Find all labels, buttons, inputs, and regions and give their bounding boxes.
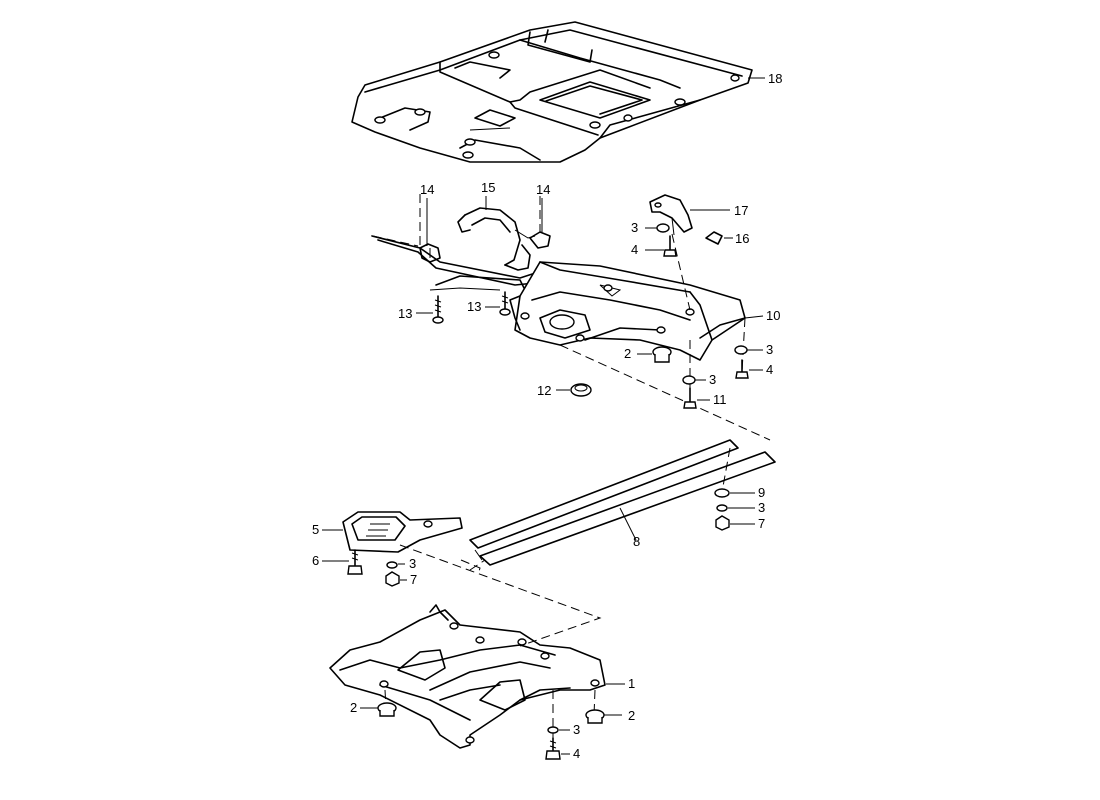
part-10-center-panel <box>509 261 746 361</box>
part-18-top-panel <box>351 21 753 163</box>
callout-3: 3 <box>573 722 580 737</box>
callout-5: 5 <box>312 522 319 537</box>
callout-7: 7 <box>758 516 765 531</box>
bolt-11-icon <box>683 387 697 409</box>
bushing-2-mid-icon <box>652 346 672 363</box>
callout-3: 3 <box>709 372 716 387</box>
washer-3-mid-icon <box>682 375 696 385</box>
callout-10: 10 <box>766 308 780 323</box>
part-15-bracket <box>457 207 536 271</box>
bushing-2-lower-left-icon <box>377 702 397 717</box>
callout-14: 14 <box>536 182 550 197</box>
part-14-clip-left <box>419 243 441 263</box>
washer-9-icon <box>714 488 730 498</box>
washer-3-lower-icon <box>547 726 559 734</box>
callout-14: 14 <box>420 182 434 197</box>
callout-3: 3 <box>758 500 765 515</box>
washer-3-rail-icon <box>716 504 728 512</box>
callout-3: 3 <box>409 556 416 571</box>
nut-7-plate-icon <box>385 571 400 587</box>
bolt-13-right-icon <box>499 291 511 316</box>
callout-3: 3 <box>766 342 773 357</box>
callout-15: 15 <box>481 180 495 195</box>
washer-3-plate-icon <box>386 561 398 569</box>
callout-2: 2 <box>350 700 357 715</box>
part-5-plate <box>342 511 463 553</box>
part-14-clip-right <box>529 231 551 249</box>
part-17-bracket <box>649 194 693 236</box>
callout-7: 7 <box>410 572 417 587</box>
bolt-4-right-icon <box>735 359 749 379</box>
callout-16: 16 <box>735 231 749 246</box>
washer-3-top-icon <box>656 223 670 233</box>
hardware <box>347 223 749 760</box>
callout-1: 1 <box>628 676 635 691</box>
heat-shield-strip <box>371 235 561 301</box>
callout-12: 12 <box>537 383 551 398</box>
callout-13: 13 <box>398 306 412 321</box>
callout-18: 18 <box>768 71 782 86</box>
nut-7-rail-icon <box>715 515 730 531</box>
washer-3-right-icon <box>734 345 748 355</box>
part-8-rails <box>469 439 776 566</box>
callout-3: 3 <box>631 220 638 235</box>
callout-6: 6 <box>312 553 319 568</box>
bushing-2-lower-right-icon <box>585 709 605 724</box>
bolt-4-top-icon <box>663 235 677 257</box>
bolt-13-left-icon <box>432 295 444 324</box>
part-1-lower-panel <box>329 604 606 749</box>
leader-lines <box>322 77 765 755</box>
bolt-6-icon <box>347 549 363 575</box>
callout-4: 4 <box>766 362 773 377</box>
callout-9: 9 <box>758 485 765 500</box>
callout-8: 8 <box>633 534 640 549</box>
bolt-4-lower-icon <box>545 737 561 760</box>
part-16-clip-nut <box>705 231 723 245</box>
callout-11: 11 <box>713 392 727 407</box>
callout-2: 2 <box>624 346 631 361</box>
part-12-grommet <box>570 383 592 397</box>
callout-4: 4 <box>631 242 638 257</box>
callout-2: 2 <box>628 708 635 723</box>
callout-17: 17 <box>734 203 748 218</box>
callout-13: 13 <box>467 299 481 314</box>
callout-4: 4 <box>573 746 580 761</box>
